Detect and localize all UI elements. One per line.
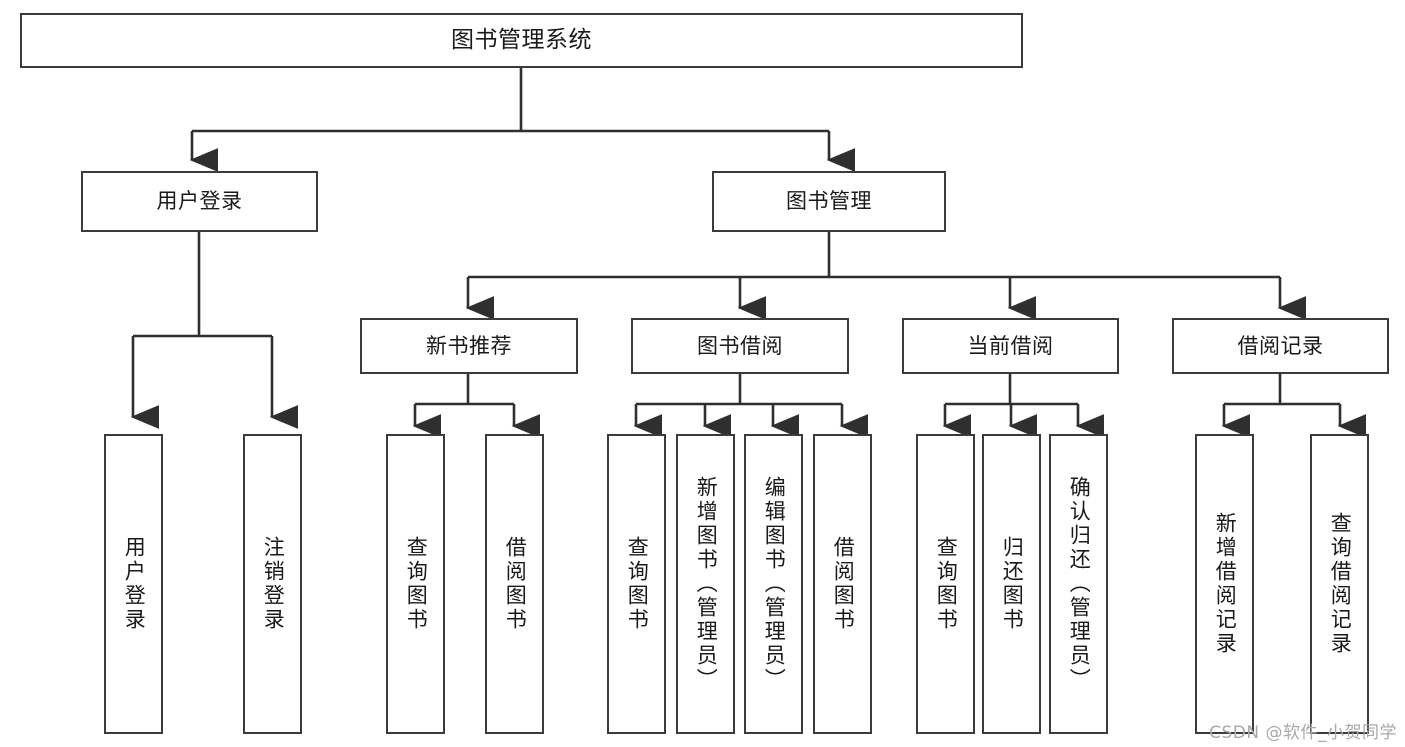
node-label: 新增图书（管理员） xyxy=(694,476,719,692)
node-label: 编辑图书（管理员） xyxy=(762,476,787,692)
node-label: 用户登录 xyxy=(122,536,147,632)
node-label: 新增借阅记录 xyxy=(1213,512,1238,656)
node-root-system[interactable]: 图书管理系统 xyxy=(20,13,1023,68)
node-label: 用户登录 xyxy=(156,189,243,214)
leaf-return-book[interactable]: 归还图书 xyxy=(982,434,1041,734)
node-label: 查询借阅记录 xyxy=(1328,512,1353,656)
node-label: 图书借阅 xyxy=(697,333,783,358)
leaf-query-book-recommend[interactable]: 查询图书 xyxy=(386,434,445,734)
node-new-book-recommend[interactable]: 新书推荐 xyxy=(360,318,578,374)
leaf-query-borrow-record[interactable]: 查询借阅记录 xyxy=(1310,434,1369,734)
leaf-confirm-return-admin[interactable]: 确认归还（管理员） xyxy=(1049,434,1108,734)
leaf-query-book-current[interactable]: 查询图书 xyxy=(916,434,975,734)
watermark-text: CSDN @软件_小贺同学 xyxy=(1209,723,1397,743)
node-label: 查询图书 xyxy=(934,536,959,632)
leaf-borrow-book[interactable]: 借阅图书 xyxy=(813,434,872,734)
leaf-add-book-admin[interactable]: 新增图书（管理员） xyxy=(676,434,735,734)
node-label: 查询图书 xyxy=(404,536,429,632)
node-user-login[interactable]: 用户登录 xyxy=(81,171,318,232)
node-label: 图书管理系统 xyxy=(451,26,592,53)
node-book-borrow[interactable]: 图书借阅 xyxy=(631,318,849,374)
node-label: 借阅记录 xyxy=(1237,333,1324,358)
node-current-borrow[interactable]: 当前借阅 xyxy=(902,318,1119,374)
node-label: 注销登录 xyxy=(261,536,286,632)
leaf-borrow-book-recommend[interactable]: 借阅图书 xyxy=(485,434,544,734)
node-label: 查询图书 xyxy=(625,536,650,632)
node-label: 确认归还（管理员） xyxy=(1067,476,1092,692)
leaf-user-login[interactable]: 用户登录 xyxy=(104,434,163,734)
node-label: 图书管理 xyxy=(786,189,872,214)
leaf-query-book-borrow[interactable]: 查询图书 xyxy=(607,434,666,734)
node-label: 新书推荐 xyxy=(426,333,512,358)
node-book-management[interactable]: 图书管理 xyxy=(712,171,946,232)
leaf-logout[interactable]: 注销登录 xyxy=(243,434,302,734)
node-borrow-record[interactable]: 借阅记录 xyxy=(1172,318,1389,374)
leaf-add-borrow-record[interactable]: 新增借阅记录 xyxy=(1195,434,1254,734)
node-label: 借阅图书 xyxy=(503,536,528,632)
node-label: 当前借阅 xyxy=(967,333,1054,358)
leaf-edit-book-admin[interactable]: 编辑图书（管理员） xyxy=(744,434,803,734)
node-label: 借阅图书 xyxy=(831,536,856,632)
node-label: 归还图书 xyxy=(1000,536,1025,632)
